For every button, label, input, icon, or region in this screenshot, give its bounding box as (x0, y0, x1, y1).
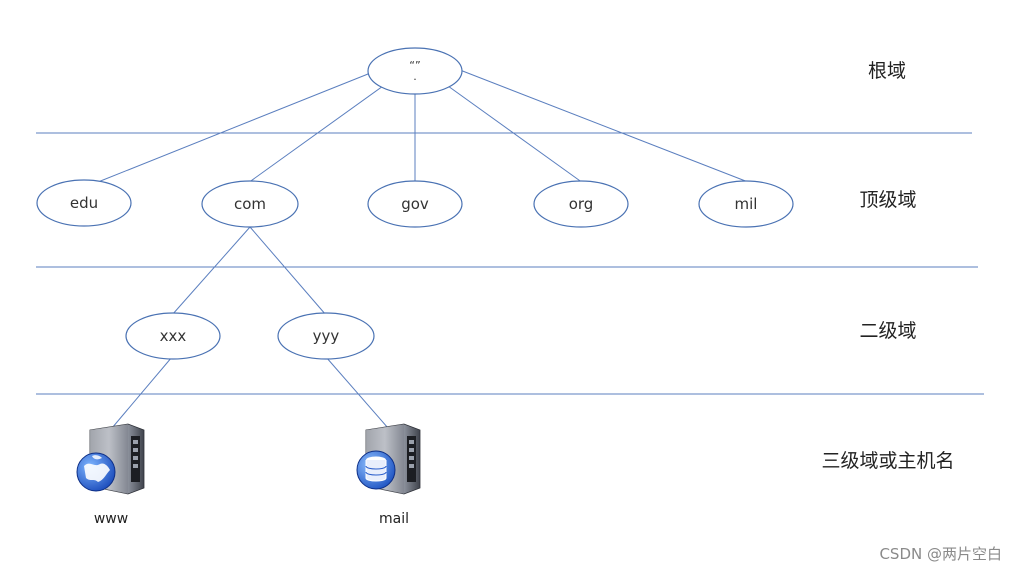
database-server-icon (356, 423, 421, 495)
root-edges (97, 69, 749, 184)
sld-node-xxx: xxx (125, 312, 221, 360)
tld-node-com: com (201, 180, 299, 228)
tld-label-org: org (569, 195, 594, 213)
tld-node-edu: edu (36, 179, 132, 227)
edge-root-mil (459, 69, 749, 183)
tld-label-gov: gov (401, 195, 429, 213)
host-label-mail: mail (379, 511, 409, 527)
tld-node-mil: mil (698, 180, 794, 228)
tld-node-org: org (533, 180, 629, 228)
edge-com-yyy (249, 226, 327, 316)
level-label-third: 三级域或主机名 (821, 450, 954, 472)
watermark: CSDN @两片空白 (879, 545, 1002, 563)
level-label-second: 二级域 (859, 320, 916, 342)
edge-root-org (447, 85, 584, 184)
tld-label-edu: edu (70, 194, 98, 212)
sld-node-yyy: yyy (277, 312, 375, 360)
edge-root-com (247, 85, 384, 184)
host-www: www (76, 423, 145, 527)
edge-yyy-mail (325, 356, 389, 429)
host-mail: mail (356, 423, 421, 527)
level-label-top: 顶级域 (859, 189, 916, 211)
edge-com-xxx (171, 226, 251, 316)
sld-label-xxx: xxx (160, 327, 187, 345)
host-edges (111, 356, 389, 429)
root-node: “”. (367, 47, 463, 95)
tld-label-mil: mil (735, 195, 758, 213)
edge-root-edu (97, 71, 374, 183)
host-label-www: www (94, 511, 128, 527)
root-node-label: “”. (409, 59, 420, 83)
tld-label-com: com (234, 195, 266, 213)
globe-server-icon (76, 423, 145, 495)
edge-xxx-www (111, 356, 173, 429)
level-label-root: 根域 (868, 60, 906, 82)
com-edges (171, 226, 327, 316)
sld-label-yyy: yyy (313, 327, 340, 345)
tld-node-gov: gov (367, 180, 463, 228)
